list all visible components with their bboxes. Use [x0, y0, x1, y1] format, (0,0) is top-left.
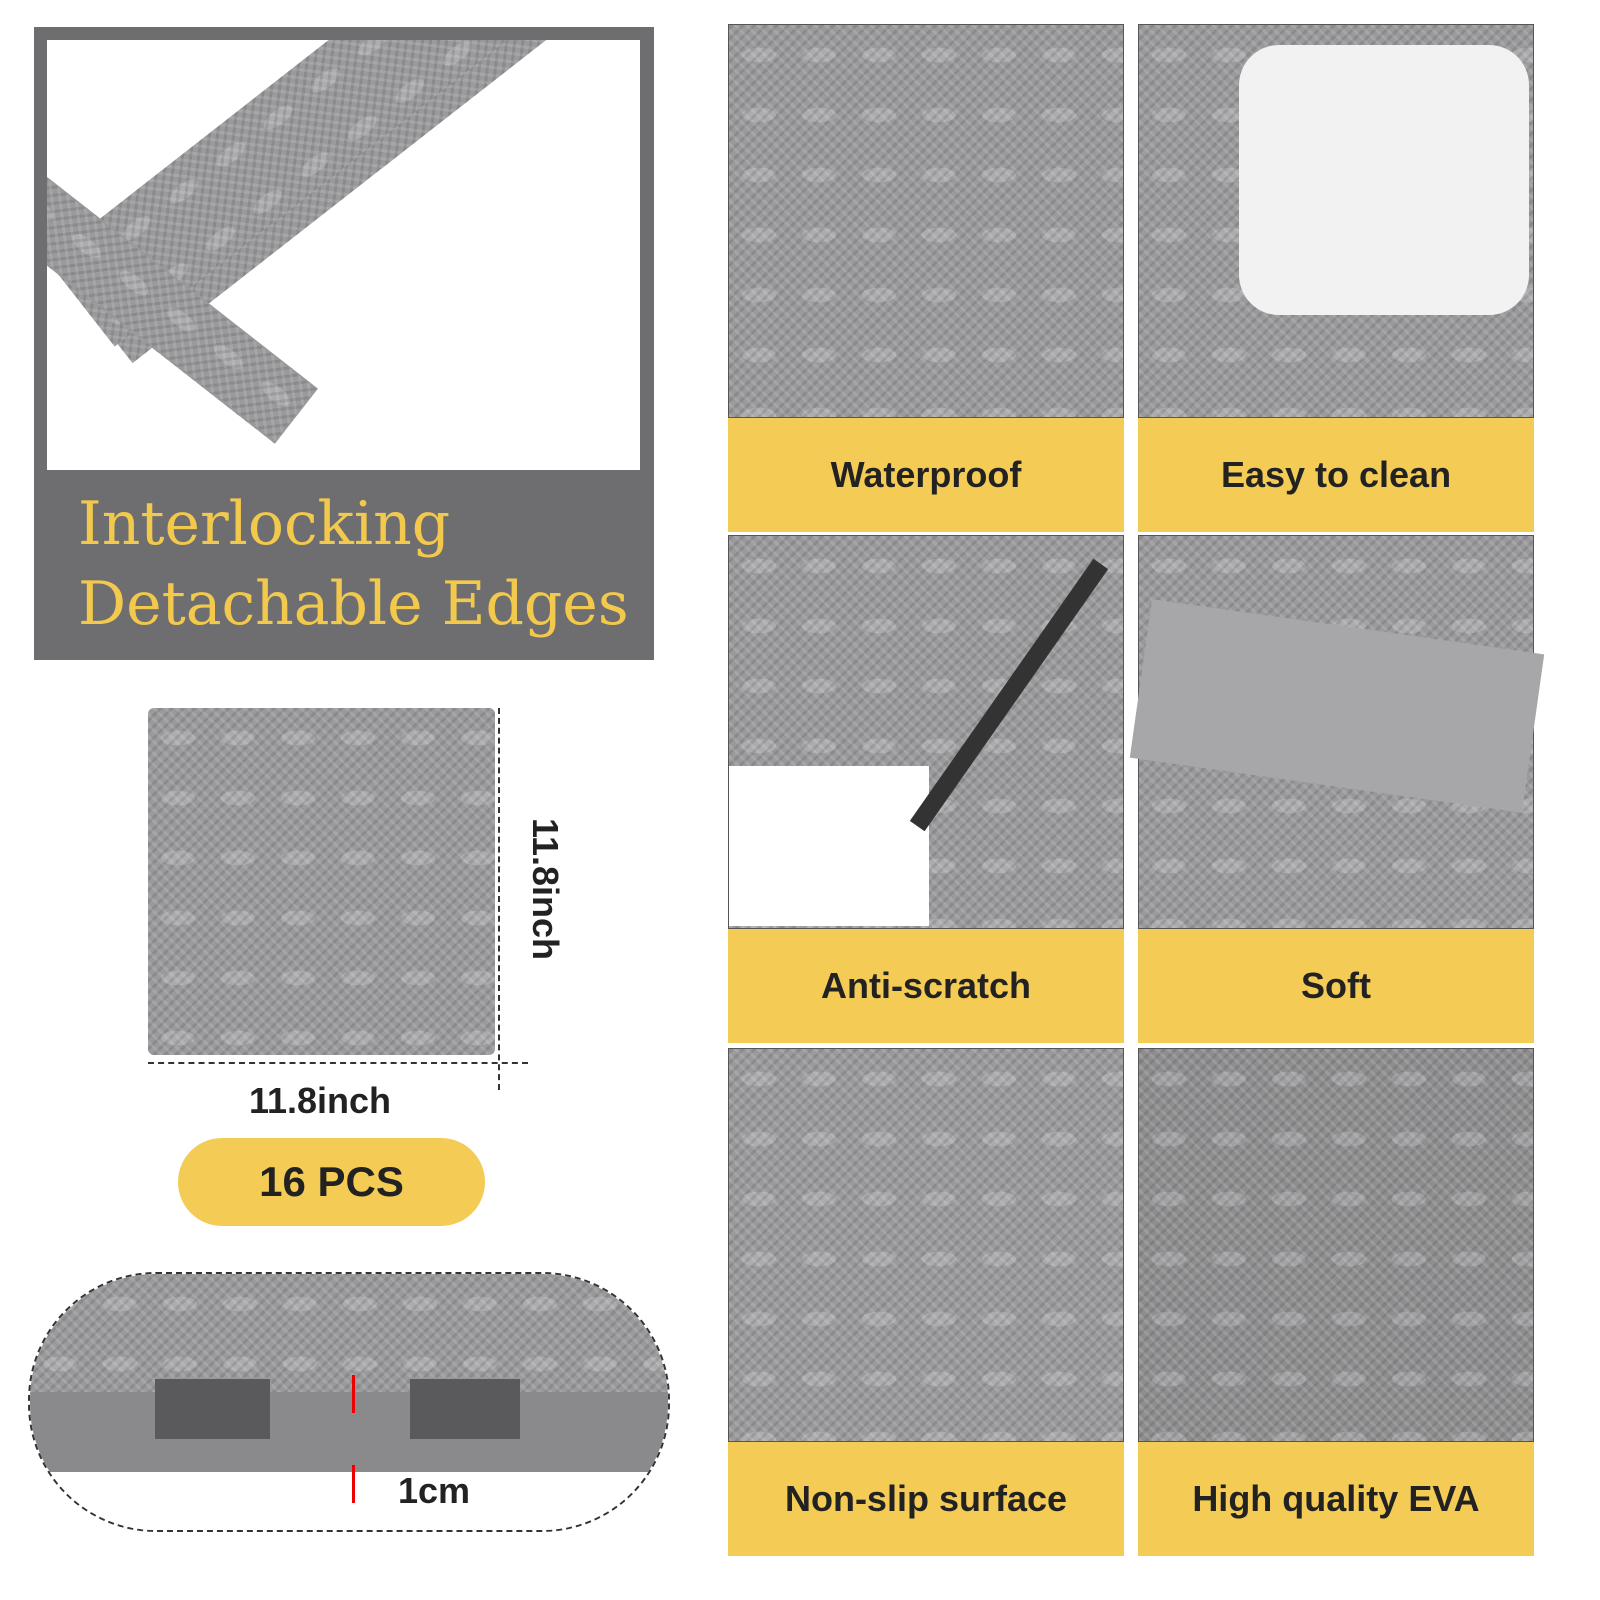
thickness-label: 1cm — [398, 1470, 471, 1511]
feature-label: Easy to clean — [1138, 418, 1534, 532]
interlocking-edges-photo — [47, 40, 640, 470]
feature-label: High quality EVA — [1138, 1442, 1534, 1556]
quantity-badge: 16 PCS — [178, 1138, 485, 1226]
scissors-photo — [728, 535, 1124, 929]
soft-bend-photo — [1129, 535, 1545, 929]
headline-line1: Interlocking — [78, 489, 451, 559]
thickness-closeup — [28, 1272, 670, 1532]
headline: Interlocking Detachable Edges — [78, 484, 629, 644]
thickness-arrow-up — [352, 1465, 355, 1503]
feature-soft: Soft — [1129, 535, 1545, 1043]
feature-high-quality-eva: High quality EVA — [1138, 1048, 1534, 1556]
feature-label: Non-slip surface — [728, 1442, 1124, 1556]
width-label: 11.8inch — [248, 1080, 392, 1121]
feature-waterproof: Waterproof — [728, 24, 1124, 532]
feature-label: Soft — [1138, 929, 1534, 1043]
headline-line2: Detachable Edges — [78, 569, 629, 639]
waterproof-photo — [728, 24, 1124, 418]
width-dimension-line — [148, 1062, 528, 1064]
feature-anti-scratch: Anti-scratch — [728, 535, 1124, 1043]
eva-stack-photo — [1138, 1048, 1534, 1442]
feature-non-slip: Non-slip surface — [728, 1048, 1124, 1556]
non-slip-photo — [728, 1048, 1124, 1442]
thickness-arrow-down — [352, 1375, 355, 1413]
feature-label: Waterproof — [728, 418, 1124, 532]
height-label: 11.8inch — [525, 817, 566, 961]
cleaning-photo — [1138, 24, 1534, 418]
mat-tile-image — [148, 708, 495, 1055]
height-dimension-line — [498, 708, 500, 1090]
feature-easy-to-clean: Easy to clean — [1138, 24, 1534, 532]
feature-label: Anti-scratch — [728, 929, 1124, 1043]
